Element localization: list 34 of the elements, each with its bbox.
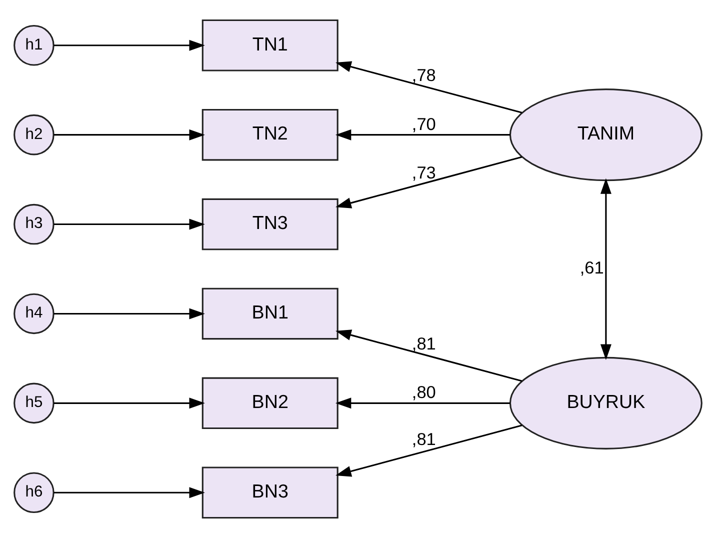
arrow: [336, 424, 522, 477]
edge-label: ,81: [412, 429, 436, 450]
node-box: TN1: [202, 20, 338, 72]
arrow: [336, 330, 522, 382]
node-box: TN3: [202, 198, 338, 250]
arrow: [54, 129, 205, 140]
arrow: [600, 178, 612, 360]
node-circle: h3: [14, 204, 54, 245]
edge-label: ,61: [580, 257, 604, 278]
node-ellipse: TANIM: [509, 88, 702, 182]
node-circle: h1: [14, 24, 54, 66]
arrow: [336, 61, 522, 114]
arrow: [54, 487, 205, 498]
arrow: [335, 398, 510, 409]
node-ellipse: BUYRUK: [509, 356, 702, 450]
node-box: TN2: [202, 108, 338, 161]
node-box: BN1: [202, 288, 338, 340]
edge-label: ,80: [412, 382, 436, 402]
arrow: [335, 129, 510, 140]
edge-label: ,78: [412, 65, 436, 86]
node-box: BN2: [202, 377, 338, 430]
arrow: [54, 40, 205, 51]
node-circle: h6: [14, 472, 54, 514]
arrow: [54, 308, 205, 320]
edge-label: ,70: [412, 114, 436, 134]
arrow: [54, 398, 205, 409]
node-circle: h5: [14, 382, 54, 424]
edge-label: ,81: [412, 334, 436, 354]
arrow: [336, 156, 522, 208]
node-circle: h2: [14, 114, 54, 156]
node-box: BN3: [202, 466, 338, 518]
edge-label: ,73: [412, 162, 436, 182]
arrow: [54, 218, 205, 230]
node-circle: h4: [14, 293, 54, 334]
